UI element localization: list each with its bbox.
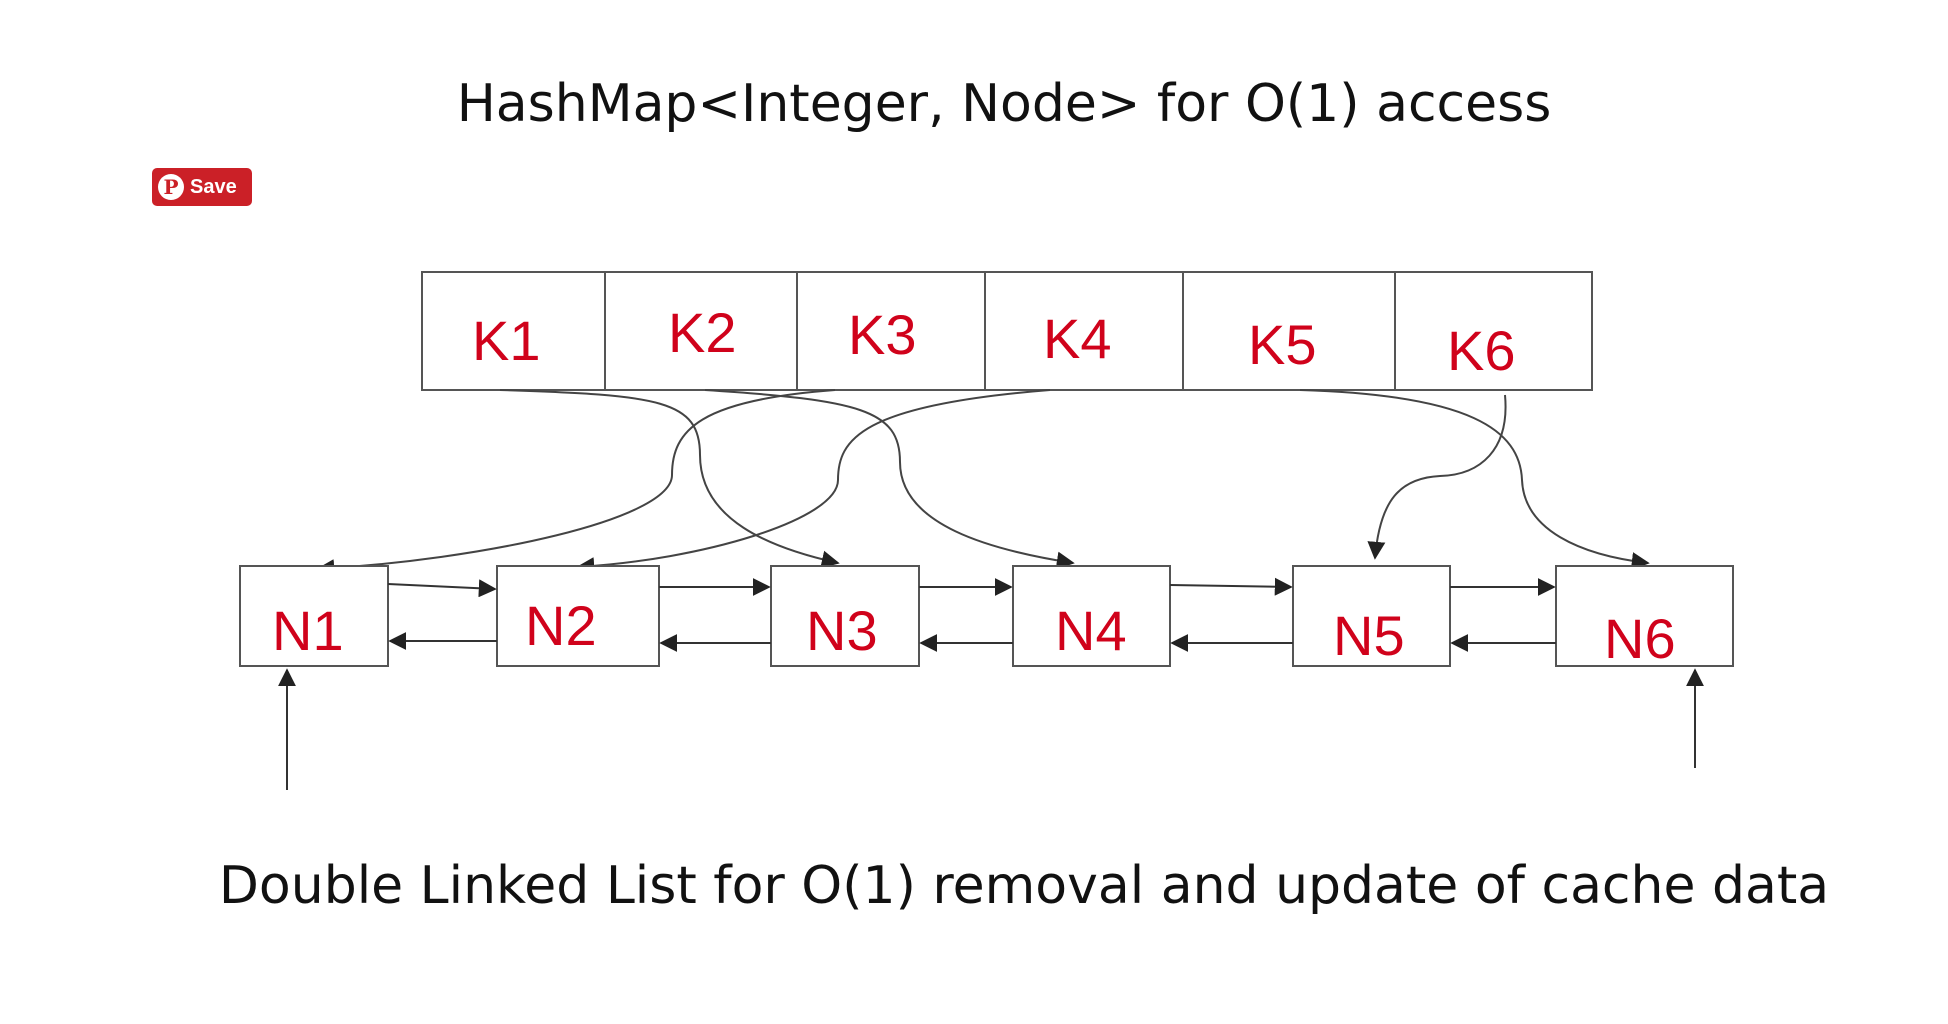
list-node-label: N3: [806, 599, 878, 662]
mapping-arrow-k3-n1: [316, 389, 836, 578]
mapping-arrow-k6-n5: [1367, 394, 1507, 560]
hashmap-row: [421, 271, 1593, 391]
mapping-arrow-k5-n6: [1299, 389, 1650, 571]
hashmap-key-label: K4: [1043, 307, 1112, 370]
list-node-box: [1555, 565, 1734, 667]
diagram-title: HashMap<Integer, Node> for O(1) access: [456, 74, 1552, 134]
next-pointer-arrow: [387, 579, 497, 598]
save-button-label: Save: [190, 175, 237, 198]
mapping-arrow-k1-n3: [499, 389, 840, 569]
pinterest-icon: P: [158, 174, 184, 200]
list-node-label: N5: [1333, 604, 1405, 667]
list-node-label: N4: [1055, 599, 1127, 662]
list-node-label: N1: [272, 599, 344, 662]
next-pointer-arrow: [1169, 577, 1293, 596]
list-node-box: [1292, 565, 1451, 667]
hashmap-key-label: K5: [1248, 313, 1317, 376]
list-node-label: N2: [525, 594, 597, 657]
list-node-box: [770, 565, 920, 667]
list-node-box: [496, 565, 660, 667]
list-node-box: [239, 565, 389, 667]
list-node-label: N6: [1604, 607, 1676, 670]
hashmap-key-label: K3: [848, 303, 917, 366]
diagram-caption: Double Linked List for O(1) removal and …: [218, 856, 1830, 916]
hashmap-key-label: K6: [1447, 319, 1516, 382]
mapping-arrow-k4-n2: [576, 389, 1051, 576]
hashmap-key-label: K2: [668, 301, 737, 364]
save-button[interactable]: P Save: [152, 168, 252, 206]
mapping-arrow-k2-n4: [704, 389, 1075, 570]
hashmap-key-label: K1: [472, 309, 541, 372]
list-node-box: [1012, 565, 1171, 667]
